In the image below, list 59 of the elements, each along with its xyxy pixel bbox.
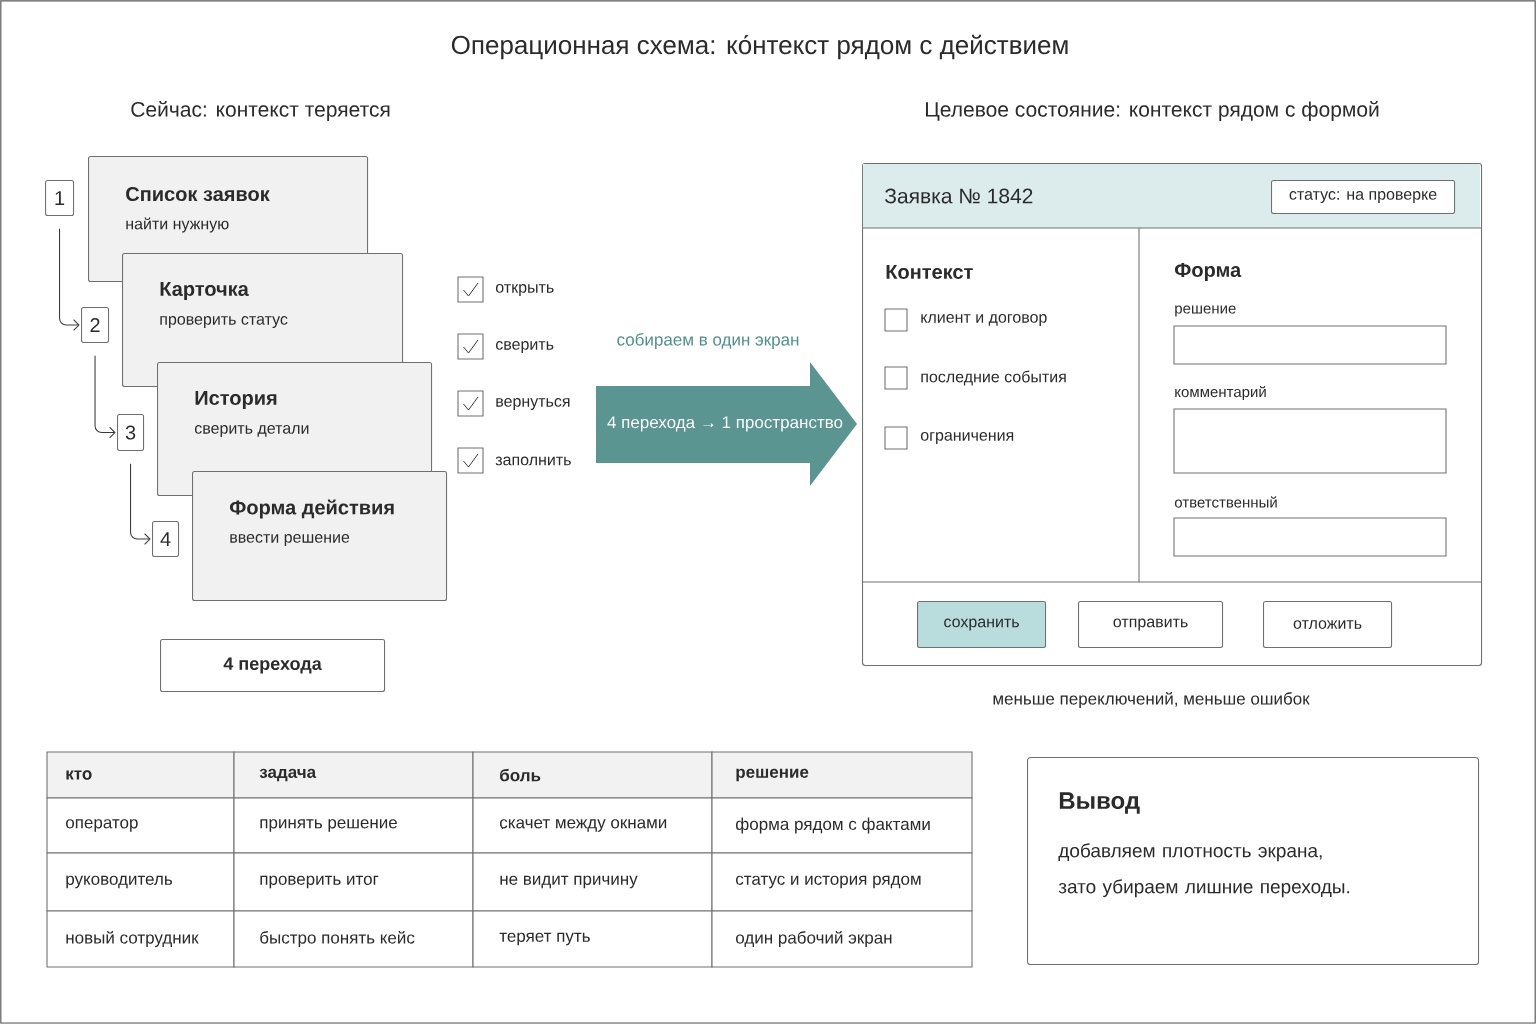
card-title: История xyxy=(195,391,277,409)
table-cell: руководитель xyxy=(46,852,235,912)
card-subtitle: проверить статус xyxy=(160,316,288,328)
table-cell: новый сотрудник xyxy=(46,910,235,968)
checklist-label: сверить xyxy=(495,341,554,353)
table-header-cell: боль xyxy=(472,751,713,799)
table-header-cell: кто xyxy=(46,751,235,799)
status-badge: статус: на проверке xyxy=(1271,180,1456,215)
step-number-box: 2 xyxy=(81,307,110,344)
table-cell: один рабочий экран xyxy=(711,910,973,968)
card-subtitle: найти нужную xyxy=(126,217,229,233)
diagram-title: Операционная схема: ко́нтекст рядом с действием xyxy=(451,34,1068,60)
table-cell: статус и история рядом xyxy=(711,852,973,912)
field-label: ответственный xyxy=(1174,496,1277,508)
card-subtitle: сверить детали xyxy=(194,425,309,437)
table-cell: скачет между окнами xyxy=(472,797,713,854)
arrow-caption: собираем в один экран xyxy=(617,333,799,349)
checkbox-label: ограничения xyxy=(920,432,1014,444)
checkbox-label: клиент и договор xyxy=(921,314,1047,326)
table-cell: быстро понять кейс xyxy=(233,910,474,968)
card-title: Список заявок xyxy=(126,186,270,202)
button: сохранить xyxy=(917,601,1047,649)
section-heading: Сейчас: контекст теряется xyxy=(131,101,390,121)
step-number-box: 4 xyxy=(152,521,180,558)
table-header-cell: решение xyxy=(711,751,973,799)
window-title: Заявка № 1842 xyxy=(884,188,1033,204)
card-title: Карточка xyxy=(160,282,249,300)
field-label: комментарий xyxy=(1175,385,1266,401)
step-number-box: 3 xyxy=(117,414,145,452)
step-number-box: 1 xyxy=(45,180,75,217)
checklist-label: вернуться xyxy=(496,398,570,410)
box-heading: Вывод xyxy=(1059,792,1140,814)
card-title: Форма действия xyxy=(229,499,394,519)
table-cell: принять решение xyxy=(233,797,474,854)
card-subtitle: ввести решение xyxy=(230,534,350,546)
box-text: добавляем плотность экрана, зато убираем лишние переходы. xyxy=(1058,843,1350,898)
table-header-cell: задача xyxy=(233,751,474,799)
table-cell: не видит причину xyxy=(472,852,713,912)
button: отложить xyxy=(1263,601,1393,649)
table-cell: форма рядом с фактами xyxy=(711,797,973,854)
conclusion-box xyxy=(1027,757,1480,966)
screen-card xyxy=(192,471,448,602)
window-caption: меньше переключений, меньше ошибок xyxy=(993,691,1310,709)
step-arrow xyxy=(130,463,151,545)
field-label: решение xyxy=(1175,305,1236,317)
section-heading: Контекст xyxy=(886,265,973,279)
step-arrow xyxy=(94,355,116,439)
checklist-label: открыть xyxy=(495,284,554,296)
checklist-label: заполнить xyxy=(495,456,571,466)
table-cell: проверить итог xyxy=(233,852,474,912)
app-window xyxy=(861,163,1483,667)
section-heading: Форма xyxy=(1174,263,1242,281)
step-arrow xyxy=(59,228,80,331)
table-cell: теряет путь xyxy=(472,910,713,968)
checkbox-label: последние события xyxy=(921,370,1066,386)
table-cell: оператор xyxy=(46,797,235,854)
section-heading: Целевое состояние: контекст рядом с формой xyxy=(926,101,1379,121)
summary-box: 4 перехода xyxy=(160,639,386,693)
button: отправить xyxy=(1078,601,1224,649)
